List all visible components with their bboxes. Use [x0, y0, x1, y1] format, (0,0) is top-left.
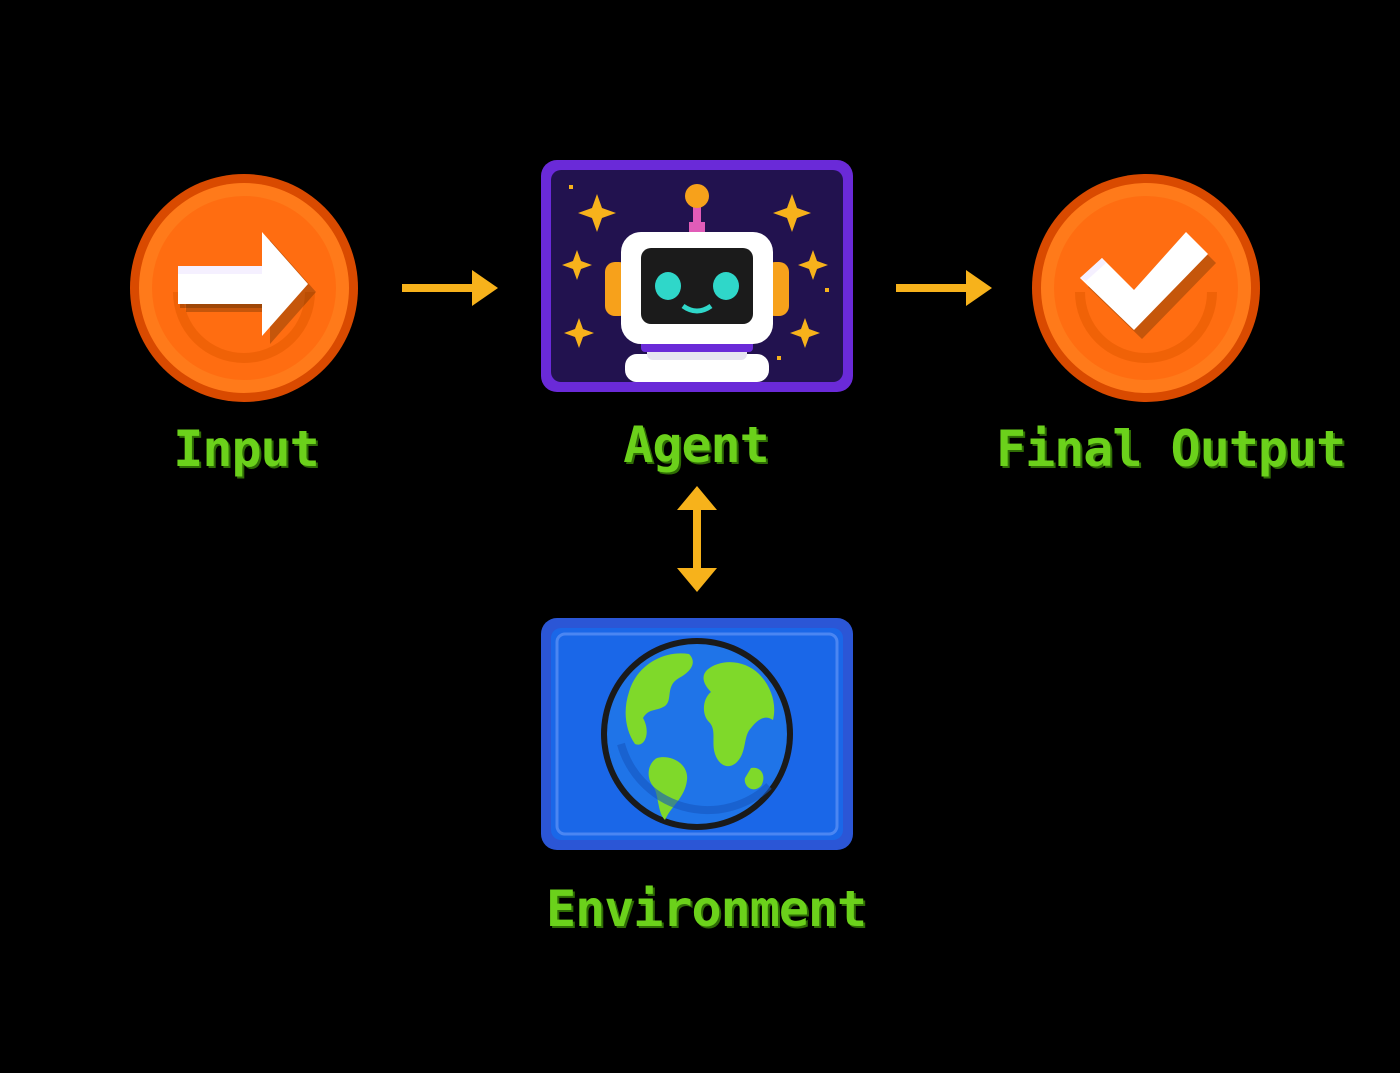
- flow-arrow-agent-to-final-output: [894, 266, 994, 310]
- input-node: [126, 170, 362, 406]
- environment-node: [539, 616, 855, 852]
- input-label: Input: [173, 420, 320, 478]
- agent-node: [539, 158, 855, 394]
- flow-arrow-agent-environment-bidirectional: [674, 484, 720, 594]
- checkmark-icon: [1032, 174, 1260, 402]
- final-output-node: [1028, 170, 1264, 406]
- globe-icon: [541, 618, 853, 850]
- agent-label: Agent: [623, 416, 770, 474]
- robot-icon: [541, 160, 853, 392]
- final-output-label: Final Output: [996, 420, 1346, 478]
- environment-label: Environment: [546, 880, 867, 938]
- flow-arrow-input-to-agent: [400, 266, 500, 310]
- arrow-right-icon: [130, 174, 358, 402]
